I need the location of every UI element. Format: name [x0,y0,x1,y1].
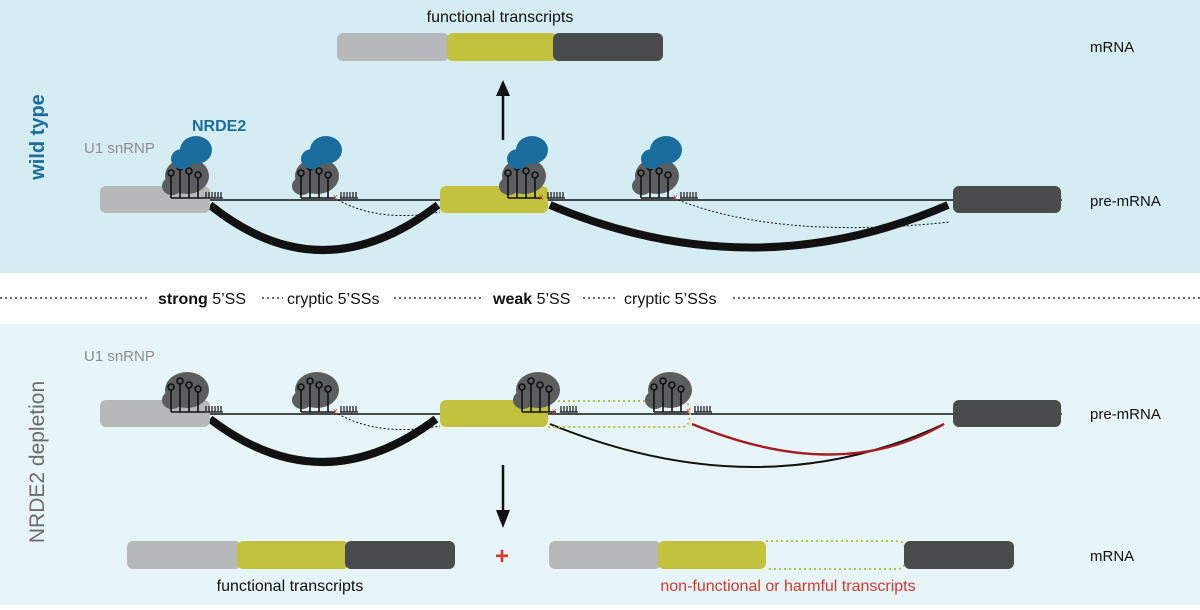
svg-text:x: x [552,406,557,416]
kd-exon-3 [953,400,1061,427]
weak-5ss: 5’SS [532,291,570,308]
plus-sign: + [495,543,509,570]
kd-u1-label: U1 snRNP [84,348,155,365]
kd-pre-mrna-label: pre-mRNA [1090,406,1161,423]
top-mrna [337,33,663,61]
strong-word: strong [158,291,208,308]
wt-u1-nrde2-complex-4: x [631,136,699,202]
kd-arc-strong [207,415,439,466]
wt-u1-nrde2-complex-3: x [498,136,566,202]
mrna-exon-1 [337,33,449,61]
bh-exon-3 [904,541,1014,569]
strong-5ss: 5’SS [208,291,246,308]
kd-arc-cryptic-red [691,422,945,456]
up-arrow [496,80,510,140]
cryptic-label-2: cryptic 5’SSs [624,291,716,308]
svg-text:x: x [686,406,691,416]
wild-type-label: wild type [27,94,49,181]
weak-5ss-label: weak 5’SS [492,291,570,308]
wt-u1-label: U1 snRNP [84,140,155,157]
svg-text:x: x [333,192,338,202]
bottom-functional-mrna [127,541,455,569]
bh-exon-2 [658,541,766,569]
kd-u1-complex-4: x [644,371,713,416]
svg-text:x: x [673,192,678,202]
top-functional-caption: functional transcripts [427,9,574,26]
wt-mrna-label: mRNA [1090,39,1134,56]
nrde2-label: NRDE2 [192,118,246,135]
kd-cryptic-dashed [337,413,441,431]
bh-exon-1 [549,541,661,569]
weak-word: weak [492,291,532,308]
svg-text:x: x [333,406,338,416]
down-arrow [496,465,510,528]
kd-mrna-label: mRNA [1090,548,1134,565]
kd-arc-weak-thin [549,423,945,468]
wt-arc-strong [207,201,441,254]
wt-cryptic-dashed-1 [337,199,441,217]
kd-u1-complex-3: x [512,371,579,416]
bottom-harmful-mrna [549,540,1014,570]
depletion-label: NRDE2 depletion [26,381,49,543]
wt-exon-3 [953,186,1061,213]
bf-exon-2 [237,541,349,569]
mrna-exon-2 [447,33,557,61]
wt-arc-weak [548,201,950,252]
wt-cryptic-dashed-2 [677,199,951,229]
svg-text:x: x [539,192,544,202]
kd-u1-complex-2: x [291,371,359,416]
bf-exon-3 [345,541,455,569]
mrna-exon-3 [553,33,663,61]
bottom-functional-caption: functional transcripts [217,578,364,595]
strong-5ss-label: strong 5’SS [158,291,246,308]
wt-pre-mrna-label: pre-mRNA [1090,193,1161,210]
cryptic-label-1: cryptic 5’SSs [287,291,379,308]
bf-exon-1 [127,541,241,569]
wt-u1-nrde2-complex-2: x [291,136,359,202]
harmful-caption: non-functional or harmful transcripts [660,578,915,595]
